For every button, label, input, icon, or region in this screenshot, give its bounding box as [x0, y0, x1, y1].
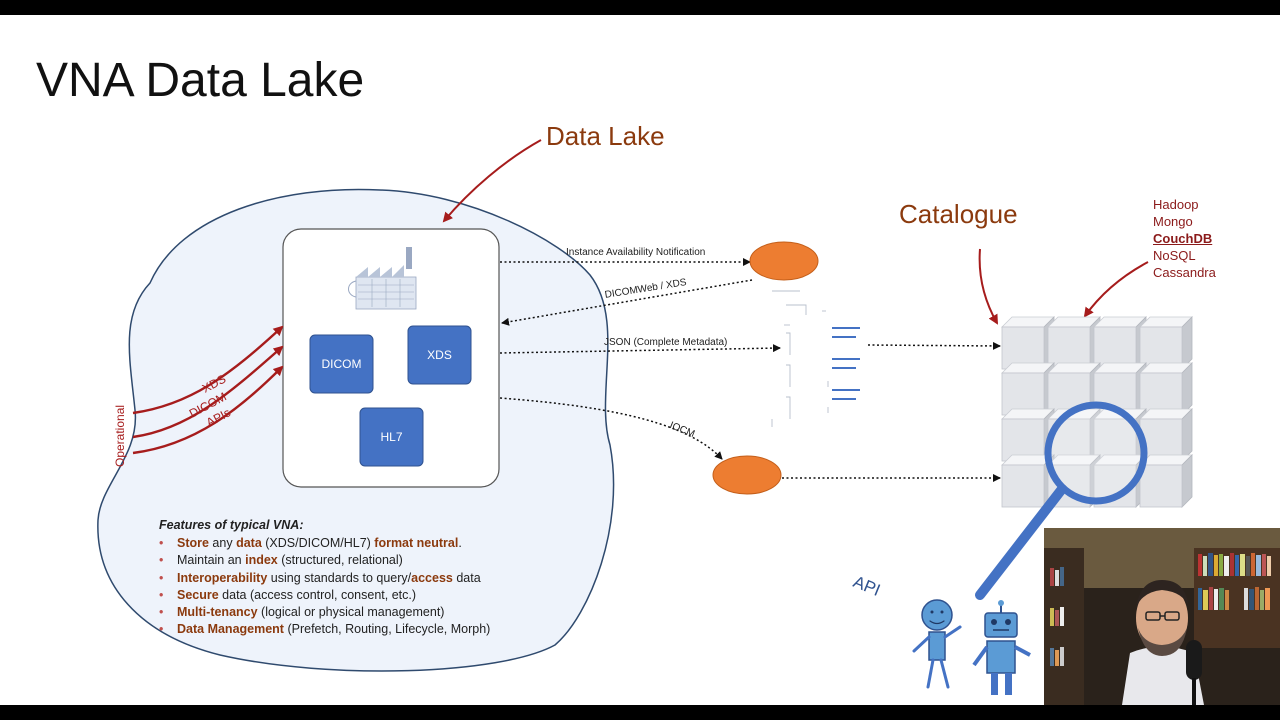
db-cassandra: Cassandra: [1153, 265, 1216, 280]
feature-item: Data Management (Prefetch, Routing, Life…: [159, 621, 490, 638]
person-icon: [912, 599, 962, 689]
catalogue-cube: [1001, 454, 1055, 508]
feature-item: Maintain an index (structured, relationa…: [159, 552, 490, 569]
feature-item: Multi-tenancy (logical or physical manag…: [159, 604, 490, 621]
catalogue-arrow: [978, 248, 998, 325]
hl7-box-label: HL7: [380, 430, 403, 444]
hl7-box: [359, 407, 424, 467]
json-document-icon: [771, 290, 860, 427]
xds-box: [407, 325, 472, 385]
flow-dicomweb-arrow: [501, 279, 753, 326]
flow-iocm-arrow: [499, 397, 723, 460]
flow-json-label: JSON (Complete Metadata): [604, 337, 728, 348]
dicom-box: [309, 334, 374, 394]
feature-item: Store any data (XDS/DICOM/HL7) format ne…: [159, 535, 490, 552]
operational-arrows: [132, 325, 284, 455]
flow-ian-label: Instance Availability Notification: [566, 247, 706, 258]
catalogue-cube: [1001, 362, 1055, 416]
catalogue-cube: [1001, 408, 1055, 462]
iocm-node: [712, 455, 782, 495]
feature-item: Interoperability using standards to quer…: [159, 570, 490, 587]
db-nosql: NoSQL: [1153, 248, 1196, 263]
presenter-webcam: [1044, 528, 1280, 705]
dicom-box-label: DICOM: [321, 357, 362, 371]
robot-icon: [972, 600, 1031, 695]
vna-container: [282, 228, 500, 488]
catalogue-cube: [1093, 316, 1147, 370]
operational-label: Operational: [113, 405, 127, 467]
magnifier-icon: [975, 401, 1148, 600]
factory-icon: [348, 247, 417, 310]
databases-arrow: [1083, 261, 1149, 318]
data-lake-arrow: [442, 139, 542, 223]
features-list: Features of typical VNA: Store any data …: [159, 517, 490, 639]
catalogue-cube: [1139, 362, 1193, 416]
db-mongo: Mongo: [1153, 214, 1193, 229]
catalogue-cube: [1139, 316, 1193, 370]
catalogue-cube: [1047, 316, 1101, 370]
catalogue-label: Catalogue: [899, 199, 1018, 229]
api-label: API: [851, 572, 884, 600]
xds-box-label: XDS: [427, 348, 452, 362]
flow-json-arrow: [499, 344, 781, 354]
catalogue-cube: [1001, 316, 1055, 370]
database-list: Hadoop Mongo CouchDB NoSQL Cassandra: [1153, 196, 1216, 281]
feature-item: Secure data (access control, consent, et…: [159, 587, 490, 604]
catalogue-cube: [1139, 454, 1193, 508]
flow-json-to-catalogue: [867, 341, 1001, 350]
notification-node: [749, 241, 819, 281]
slide-title: VNA Data Lake: [36, 54, 365, 107]
slide: XDS DICOM APIs Operational: [0, 15, 1280, 705]
features-heading: Features of typical VNA:: [159, 518, 304, 532]
db-couchdb: CouchDB: [1153, 231, 1213, 246]
db-hadoop: Hadoop: [1153, 197, 1199, 212]
data-lake-label: Data Lake: [546, 121, 665, 151]
catalogue-cube: [1139, 408, 1193, 462]
